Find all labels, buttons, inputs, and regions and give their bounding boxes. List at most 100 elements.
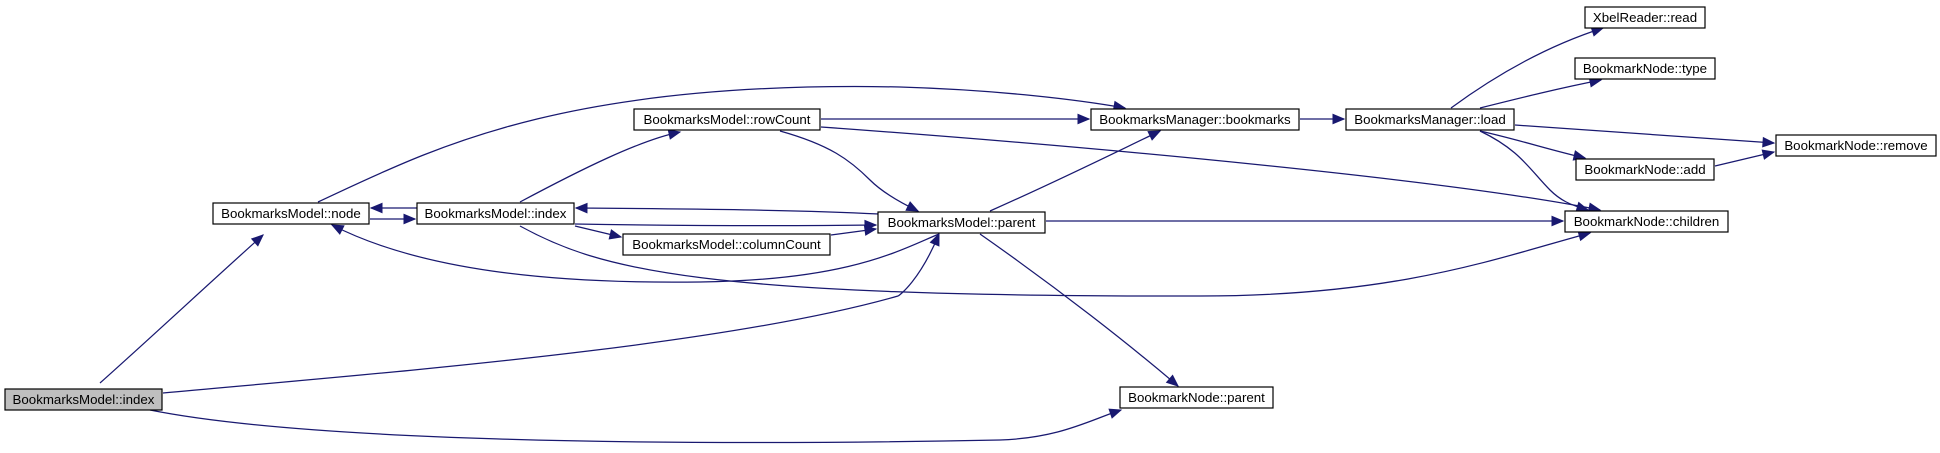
node-rowcount[interactable]: BookmarksModel::rowCount — [633, 108, 821, 131]
edge-load-to-children — [1479, 130, 1590, 212]
node-box — [1090, 108, 1300, 131]
node-node[interactable]: BookmarksModel::node — [212, 202, 370, 225]
arrowhead — [1077, 113, 1091, 125]
edge-line — [779, 130, 919, 212]
node-label: BookmarksModel::index — [13, 392, 155, 407]
arrowhead — [1761, 149, 1776, 160]
node-box — [1564, 210, 1729, 233]
arrowhead — [330, 224, 345, 235]
node-box — [1775, 134, 1937, 157]
node-remove[interactable]: BookmarkNode::remove — [1775, 134, 1937, 157]
edges-layer — [99, 26, 1776, 444]
node-xbelread[interactable]: XbelReader::read — [1584, 6, 1706, 29]
node-box — [622, 233, 831, 256]
node-label: BookmarksModel::node — [221, 206, 361, 221]
node-label: BookmarksModel::rowCount — [643, 112, 810, 127]
edge-line — [331, 224, 940, 283]
node-box — [4, 388, 163, 411]
node-label: BookmarkNode::parent — [1128, 390, 1265, 405]
arrowhead — [1165, 374, 1179, 387]
edge-bookmarks-to-load — [1300, 113, 1346, 125]
node-mparent[interactable]: BookmarksModel::parent — [877, 211, 1046, 234]
node-nparent[interactable]: BookmarkNode::parent — [1119, 386, 1274, 409]
edge-node-to-index — [370, 213, 417, 225]
edge-line — [575, 207, 880, 215]
edge-line — [519, 225, 1591, 297]
node-box — [416, 202, 575, 225]
arrowhead — [905, 201, 920, 212]
edge-line — [820, 126, 1601, 211]
node-label: BookmarkNode::add — [1584, 162, 1705, 177]
edge-node-to-bookmarks — [317, 85, 1127, 203]
node-box — [1584, 6, 1706, 29]
edge-line — [162, 233, 940, 394]
arrowhead — [1108, 408, 1123, 419]
edge-load-to-remove — [1514, 124, 1776, 148]
node-box — [1575, 158, 1715, 181]
edge-mparent-to-nparent — [979, 233, 1179, 387]
arrowhead — [667, 129, 682, 140]
edge-line — [979, 233, 1179, 387]
edge-line — [1479, 130, 1586, 159]
edge-index_root-to-nparent — [149, 408, 1123, 444]
arrowhead — [1577, 230, 1592, 242]
edge-index-to-columncount — [574, 225, 623, 240]
edge-line — [149, 409, 1122, 444]
node-columncount[interactable]: BookmarksModel::columnCount — [622, 233, 831, 256]
arrowhead — [1551, 215, 1565, 227]
node-label: BookmarkNode::type — [1583, 61, 1707, 76]
edge-mparent-to-node — [330, 224, 940, 283]
node-label: BookmarksModel::parent — [888, 215, 1036, 230]
arrowhead — [1332, 113, 1346, 125]
edge-rowcount-to-mparent — [779, 130, 920, 212]
edge-rowcount-to-children — [820, 126, 1602, 214]
edge-columncount-to-mparent — [830, 225, 878, 236]
node-box — [1345, 108, 1515, 131]
edge-mparent-to-bookmarks — [989, 130, 1162, 212]
node-children[interactable]: BookmarkNode::children — [1564, 210, 1729, 233]
edge-line — [1514, 124, 1775, 144]
edge-load-to-add — [1479, 130, 1587, 161]
edge-add-to-remove — [1714, 149, 1776, 167]
node-label: BookmarkNode::children — [1574, 214, 1720, 229]
arrowhead — [369, 202, 383, 214]
edge-line — [519, 131, 681, 203]
arrowhead — [1147, 130, 1162, 141]
node-label: BookmarksModel::columnCount — [632, 237, 821, 252]
arrowhead — [1762, 136, 1776, 148]
arrowhead — [608, 229, 623, 240]
node-type[interactable]: BookmarkNode::type — [1574, 57, 1716, 80]
node-box — [877, 211, 1046, 234]
edge-line — [574, 223, 877, 227]
edge-line — [989, 130, 1161, 212]
edge-rowcount-to-bookmarks — [821, 113, 1091, 125]
edge-line — [317, 85, 1126, 203]
edge-index_root-to-node — [99, 234, 264, 384]
arrowhead — [574, 202, 588, 214]
edge-line — [1479, 130, 1589, 211]
node-index-root[interactable]: BookmarksModel::index — [4, 388, 163, 411]
edge-mparent-to-index — [574, 202, 880, 215]
node-box — [633, 108, 821, 131]
node-box — [1119, 386, 1274, 409]
node-label: BookmarksModel::index — [425, 206, 567, 221]
edge-mparent-to-children — [1046, 215, 1565, 227]
edge-line — [1479, 79, 1602, 109]
arrowhead — [929, 232, 940, 247]
node-index[interactable]: BookmarksModel::index — [416, 202, 575, 225]
node-load[interactable]: BookmarksManager::load — [1345, 108, 1515, 131]
node-label: XbelReader::read — [1593, 10, 1697, 25]
arrowhead — [403, 213, 417, 225]
edge-line — [99, 234, 264, 384]
node-box — [1574, 57, 1716, 80]
node-label: BookmarksManager::load — [1354, 112, 1506, 127]
edge-index_root-to-mparent — [162, 232, 940, 394]
edge-line — [1450, 27, 1604, 109]
node-add[interactable]: BookmarkNode::add — [1575, 158, 1715, 181]
edge-index-to-node — [369, 202, 417, 214]
node-label: BookmarkNode::remove — [1784, 138, 1927, 153]
node-bookmarks[interactable]: BookmarksManager::bookmarks — [1090, 108, 1300, 131]
arrowhead — [250, 234, 264, 247]
node-label: BookmarksManager::bookmarks — [1099, 112, 1291, 127]
